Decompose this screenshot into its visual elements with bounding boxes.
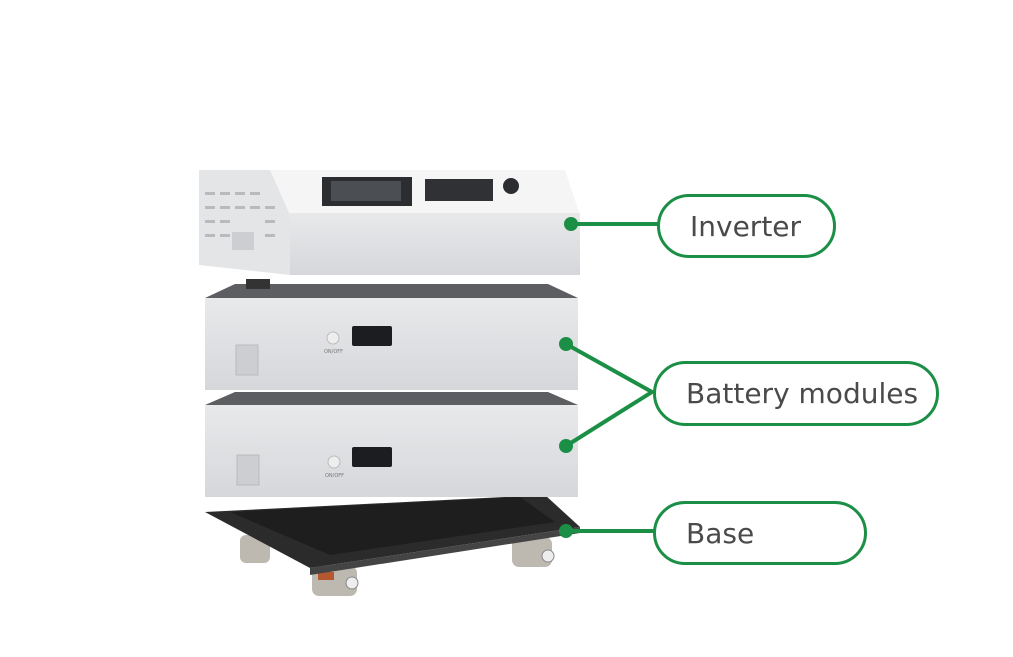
battery-label-text: Battery modules: [686, 377, 919, 410]
base-dot: [559, 524, 573, 538]
wheel: [512, 537, 555, 567]
battery-module-2: ON/OFF: [205, 392, 578, 497]
battery-modules-label: Battery modules: [653, 361, 939, 426]
base-unit: [205, 495, 580, 596]
inverter-label-text: Inverter: [690, 209, 802, 243]
inverter-unit: [199, 170, 580, 275]
wheel: [312, 566, 359, 596]
base-label: Base: [653, 501, 867, 565]
battery-module-1: ON/OFF: [205, 279, 578, 390]
inverter-dot: [564, 217, 578, 231]
onoff-label: ON/OFF: [325, 473, 344, 479]
inverter-label: Inverter: [657, 194, 836, 258]
battery-dot-2: [559, 439, 573, 453]
battery-dot-1: [559, 337, 573, 351]
onoff-label: ON/OFF: [324, 349, 343, 355]
battery-leader-line: [564, 342, 656, 448]
base-label-text: Base: [686, 516, 755, 550]
